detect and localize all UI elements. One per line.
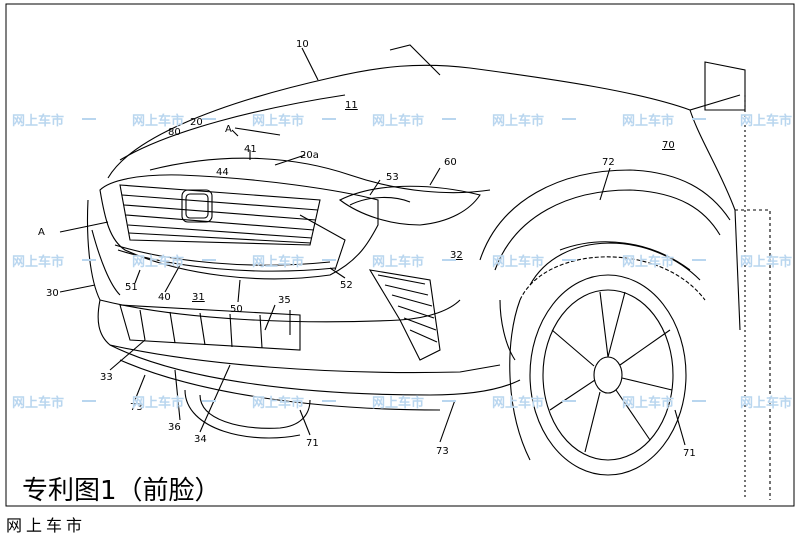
label-44: 44 xyxy=(216,167,229,178)
watermark: 网上车市 xyxy=(132,255,185,270)
source-footer: 网上车市 xyxy=(6,516,87,535)
label-71-right: 71 xyxy=(683,448,696,459)
watermark: 网上车市 xyxy=(372,396,425,411)
label-73-left: 73 xyxy=(130,402,143,413)
label-73-right: 73 xyxy=(436,446,449,457)
label-10: 10 xyxy=(296,39,309,50)
label-31: 31 xyxy=(192,292,205,303)
patent-drawing: 10 11 20 20a 80 A A 41 44 60 53 72 70 32… xyxy=(5,3,795,507)
watermark: 网上车市 xyxy=(740,396,793,411)
watermark: 网上车市 xyxy=(372,114,425,129)
watermark: 网上车市 xyxy=(252,396,305,411)
watermark: 网上车市 xyxy=(740,114,793,129)
label-70: 70 xyxy=(662,140,675,151)
label-71-left: 71 xyxy=(306,438,319,449)
label-60: 60 xyxy=(444,157,457,168)
reference-labels: 10 11 20 20a 80 A A 41 44 60 53 72 70 32… xyxy=(38,39,696,459)
watermark: 网上车市 xyxy=(372,255,425,270)
label-20: 20 xyxy=(190,117,203,128)
watermark: 网上车市 xyxy=(132,396,185,411)
label-41: 41 xyxy=(244,144,257,155)
label-20a: 20a xyxy=(300,150,319,161)
watermark: 网上车市 xyxy=(492,114,545,129)
label-52: 52 xyxy=(340,280,353,291)
label-72: 72 xyxy=(602,157,615,168)
watermark: 网上车市 xyxy=(622,255,675,270)
watermark: 网上车市 xyxy=(492,255,545,270)
car-body-lines xyxy=(59,44,771,500)
watermark: 网上车市 xyxy=(622,114,675,129)
figure-caption: 专利图1（前脸） xyxy=(22,476,221,506)
watermark: 网上车市 xyxy=(12,396,65,411)
watermark: 网上车市 xyxy=(492,396,545,411)
label-53: 53 xyxy=(386,172,399,183)
watermark: 网上车市 xyxy=(132,114,185,129)
car-front-drawing: 10 11 20 20a 80 A A 41 44 60 53 72 70 32… xyxy=(5,3,795,507)
label-51: 51 xyxy=(125,282,138,293)
label-32: 32 xyxy=(450,250,463,261)
watermark: 网上车市 xyxy=(740,255,793,270)
label-11: 11 xyxy=(345,100,358,111)
watermark: 网上车市 xyxy=(252,255,305,270)
label-50: 50 xyxy=(230,304,243,315)
label-35: 35 xyxy=(278,295,291,306)
watermark: 网上车市 xyxy=(252,114,305,129)
label-a-left: A xyxy=(38,227,45,238)
label-80: 80 xyxy=(168,127,181,138)
watermark: 网上车市 xyxy=(12,255,65,270)
label-a-top: A xyxy=(225,124,232,135)
label-30: 30 xyxy=(46,288,59,299)
watermark: 网上车市 xyxy=(622,396,675,411)
watermark: 网上车市 xyxy=(12,114,65,129)
label-34: 34 xyxy=(194,434,207,445)
label-40: 40 xyxy=(158,292,171,303)
label-33: 33 xyxy=(100,372,113,383)
drawing-border xyxy=(5,3,795,507)
label-36: 36 xyxy=(168,422,181,433)
